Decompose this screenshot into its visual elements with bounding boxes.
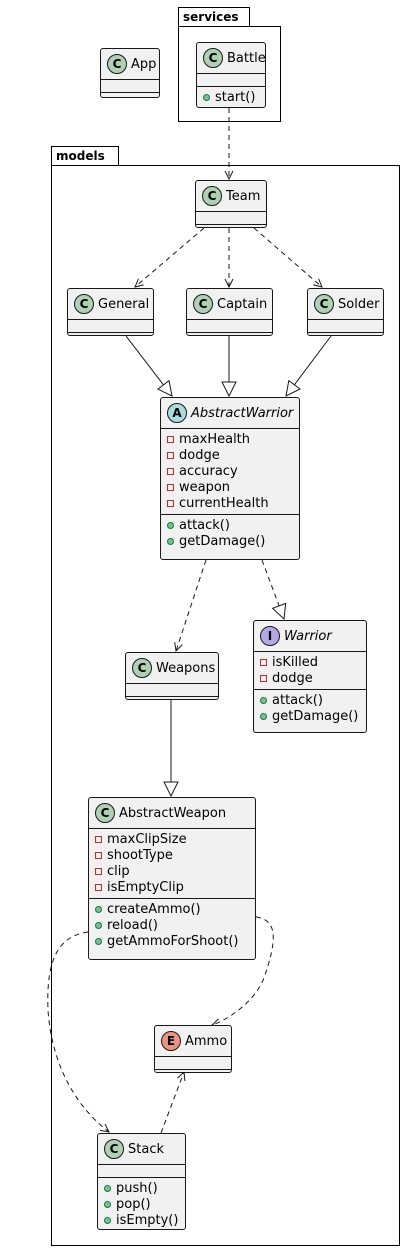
method-row: getDamage(): [161, 533, 299, 549]
field-row: currentHealth: [161, 495, 299, 511]
private-visibility-icon: [260, 674, 267, 682]
class-name: App: [131, 56, 157, 72]
class-badge-icon: C: [104, 1139, 124, 1159]
edge-team-solder: [253, 227, 322, 287]
method-row: pop(): [98, 1196, 185, 1212]
class-name: Ammo: [185, 1033, 228, 1049]
method-row: getAmmoForShoot(): [89, 933, 255, 949]
edge-team-general: [135, 227, 205, 287]
method-row: reload(): [89, 917, 255, 933]
public-visibility-icon: [167, 521, 174, 529]
class-badge-icon: C: [203, 48, 223, 68]
private-visibility-icon: [95, 851, 102, 859]
field-row: maxHealth: [161, 431, 299, 447]
method-row: attack(): [254, 692, 366, 708]
edge-abstractwarrior-warrior: [261, 559, 284, 619]
class-badge-icon: C: [193, 294, 213, 314]
class-name: Team: [226, 188, 261, 204]
field-row: dodge: [254, 670, 366, 686]
class-badge-icon: C: [202, 186, 222, 206]
private-visibility-icon: [95, 867, 102, 875]
class-badge-icon: C: [107, 54, 127, 74]
class-name: General: [98, 296, 150, 312]
class-name: Solder: [338, 296, 380, 312]
edge-general-abstractwarrior: [125, 335, 172, 396]
public-visibility-icon: [260, 696, 267, 704]
public-visibility-icon: [104, 1200, 111, 1208]
method-row: push(): [98, 1180, 185, 1196]
package-services-tab: services: [178, 7, 250, 27]
edge-abstractwarrior-weapons: [176, 559, 207, 651]
field-row: isKilled: [254, 654, 366, 670]
class-badge-icon: I: [260, 626, 280, 646]
public-visibility-icon: [167, 537, 174, 545]
private-visibility-icon: [95, 883, 102, 891]
class-name: Stack: [128, 1141, 164, 1157]
edge-abstractweapon-stack: [47, 931, 109, 1132]
class-name: AbstractWarrior: [191, 405, 294, 421]
public-visibility-icon: [104, 1216, 111, 1224]
field-row: weapon: [161, 479, 299, 495]
private-visibility-icon: [95, 835, 102, 843]
class-name: Captain: [217, 296, 268, 312]
public-visibility-icon: [260, 712, 267, 720]
public-visibility-icon: [95, 937, 102, 945]
class-badge-icon: C: [95, 803, 115, 823]
field-row: dodge: [161, 447, 299, 463]
package-models-label: models: [56, 149, 105, 163]
public-visibility-icon: [203, 93, 210, 101]
edge-stack-ammo: [160, 1072, 184, 1134]
private-visibility-icon: [167, 451, 174, 459]
field-row: clip: [89, 863, 255, 879]
package-services-label: services: [183, 10, 239, 24]
class-name: AbstractWeapon: [119, 805, 227, 821]
private-visibility-icon: [167, 483, 174, 491]
enum-badge-icon: E: [161, 1031, 181, 1051]
class-name: Battle: [227, 50, 266, 66]
class-badge-icon: A: [167, 403, 187, 423]
edge-solder-abstractwarrior: [286, 335, 332, 396]
public-visibility-icon: [95, 905, 102, 913]
public-visibility-icon: [104, 1184, 111, 1192]
field-row: maxClipSize: [89, 831, 255, 847]
public-visibility-icon: [95, 921, 102, 929]
field-row: accuracy: [161, 463, 299, 479]
field-row: isEmptyClip: [89, 879, 255, 895]
field-row: shootType: [89, 847, 255, 863]
private-visibility-icon: [167, 467, 174, 475]
method-row: isEmpty(): [98, 1212, 185, 1228]
private-visibility-icon: [167, 435, 174, 443]
private-visibility-icon: [167, 499, 174, 507]
edge-abstractweapon-ammo: [212, 916, 274, 1025]
class-badge-icon: C: [132, 658, 152, 678]
method-row: createAmmo(): [89, 901, 255, 917]
method-row: attack(): [161, 517, 299, 533]
private-visibility-icon: [260, 658, 267, 666]
class-badge-icon: C: [314, 294, 334, 314]
package-models-tab: models: [51, 146, 119, 166]
class-name: Weapons: [156, 660, 216, 676]
method-row: getDamage(): [254, 708, 366, 724]
class-name: Warrior: [284, 628, 332, 644]
class-badge-icon: C: [74, 294, 94, 314]
method-row: start(): [197, 89, 265, 105]
